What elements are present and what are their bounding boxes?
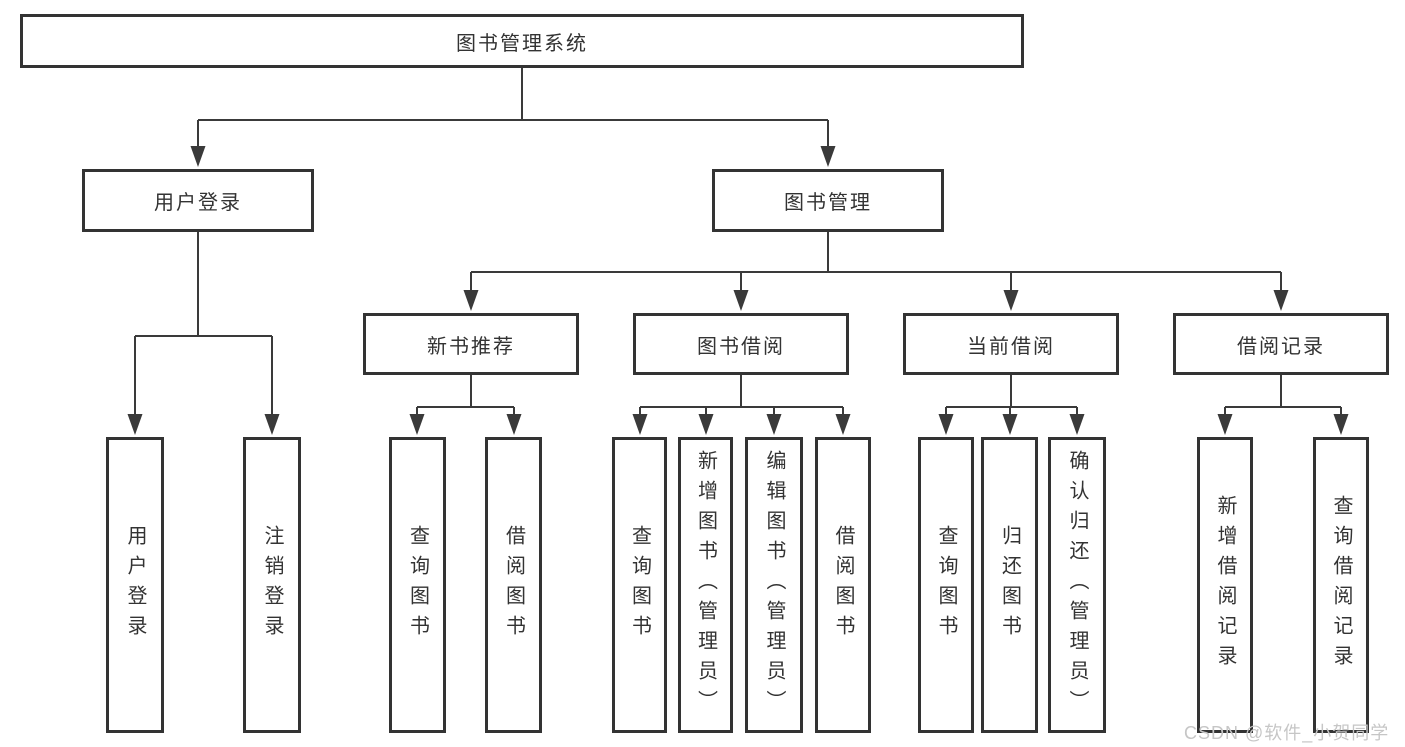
node-user-login: 用户登录 — [82, 169, 314, 232]
node-book-management: 图书管理 — [712, 169, 944, 232]
node-current-borrowing: 当前借阅 — [903, 313, 1119, 375]
leaf-query-books-recommend: 查询图书 — [389, 437, 446, 733]
leaf-confirm-return-admin: 确认归还（管理员） — [1048, 437, 1106, 733]
node-borrowing-records: 借阅记录 — [1173, 313, 1389, 375]
node-library-management-system: 图书管理系统 — [20, 14, 1024, 68]
leaf-add-books-admin: 新增图书（管理员） — [678, 437, 733, 733]
node-new-book-recommend: 新书推荐 — [363, 313, 579, 375]
leaf-query-borrow-record: 查询借阅记录 — [1313, 437, 1369, 733]
leaf-borrow-books-borrowing: 借阅图书 — [815, 437, 871, 733]
leaf-return-books: 归还图书 — [981, 437, 1038, 733]
leaf-user-login: 用户登录 — [106, 437, 164, 733]
node-book-borrowing: 图书借阅 — [633, 313, 849, 375]
leaf-add-borrow-record: 新增借阅记录 — [1197, 437, 1253, 733]
csdn-watermark: CSDN @软件_小贺同学 — [1184, 723, 1390, 743]
leaf-borrow-books-recommend: 借阅图书 — [485, 437, 542, 733]
leaf-edit-books-admin: 编辑图书（管理员） — [745, 437, 803, 733]
leaf-query-books-current: 查询图书 — [918, 437, 974, 733]
leaf-logout-login: 注销登录 — [243, 437, 301, 733]
arrowheads — [127, 146, 1349, 435]
leaf-query-books-borrowing: 查询图书 — [612, 437, 667, 733]
